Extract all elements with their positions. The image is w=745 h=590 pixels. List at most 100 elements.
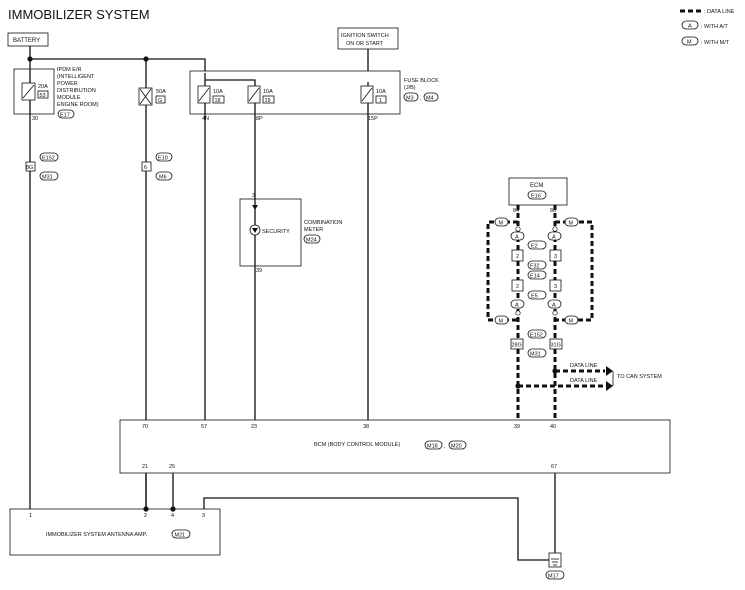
ecm-j1: E2 [531, 244, 538, 250]
ecm: ECM E16 84 86 [508, 177, 568, 214]
ecm-m-br: M [569, 319, 574, 325]
ecm-p3-b: 3 [554, 284, 557, 290]
meter-line2: METER [304, 227, 323, 233]
ipdm-fuse-rating: 20A [38, 84, 48, 90]
fuse-19: 10A 19 8P [247, 85, 275, 122]
fuse-18-rating: 10A [213, 89, 223, 95]
ecm-a-3: A [515, 303, 519, 309]
ipdm-terminal: 30 [32, 116, 38, 122]
ecm-p2-a: 2 [516, 254, 519, 260]
ecm-j4: E5 [531, 294, 538, 300]
antenna-pin-2: 2 [144, 513, 147, 519]
bcm-pin-38: 38 [363, 424, 369, 430]
battery-label: BATTERY [13, 38, 40, 44]
bcm: BCM (BODY CONTROL MODULE) M18 , M20 70 5… [119, 419, 671, 474]
bcm-pin-21: 21 [142, 464, 148, 470]
fusible-link-rating: 50A [156, 89, 166, 95]
data-line-label-2: DATA LINE [570, 378, 598, 384]
joint-connector-mid: 6 E10 M6 [141, 152, 173, 181]
ecm-p3-a: 3 [554, 254, 557, 260]
fuse-1-terminal: 15P [368, 116, 378, 122]
ecm-pin-right: 86 [550, 208, 556, 214]
ecm-pin-left: 84 [513, 208, 519, 214]
ecm-m-bl: M [499, 319, 504, 325]
meter-indicator-label: SECURITY [262, 229, 290, 235]
bcm-pin-40: 40 [550, 424, 556, 430]
ipdm-line4: DISTRIBUTION [57, 88, 96, 94]
ecm-m-tr: M [569, 221, 574, 227]
bcm-pin-67: 67 [551, 464, 557, 470]
joint-left-pin: 8G [26, 165, 33, 171]
ignition-line1: IGNITION SWITCH [341, 33, 389, 39]
ground-label: M17 [548, 574, 559, 580]
joint-connector-left: 8G E152 M31 [25, 152, 59, 181]
legend-at-code: A [688, 24, 692, 30]
fuse-1-rating: 10A [376, 89, 386, 95]
fuse-block-conn1: M3 [406, 96, 414, 102]
joint-mid-top: E10 [158, 156, 168, 162]
bcm-pin-25: 25 [169, 464, 175, 470]
ipdm-line1: IPDM E/R [57, 67, 81, 73]
svg-text:,: , [420, 96, 422, 102]
fuse-block: FUSE BLOCK (J/B) M3 , M4 10A 18 4N 10A 1… [189, 70, 439, 122]
legend-data-line: : DATA LINE [704, 9, 735, 15]
ignition-line2: ON OR START [346, 41, 384, 47]
joint-left-bottom: M31 [42, 175, 53, 181]
meter-connector: M24 [306, 238, 317, 244]
antenna-pin-1: 1 [29, 513, 32, 519]
joint-mid-pin: 6 [144, 165, 147, 171]
meter-pin-bottom: 39 [256, 268, 262, 274]
legend-with-mt: : WITH M/T [701, 40, 730, 46]
ecm-p28g: 28G [512, 343, 522, 349]
ecm-p31g: 31G [551, 343, 561, 349]
ecm-a-2: A [552, 235, 556, 241]
ignition-switch: IGNITION SWITCH ON OR START [337, 27, 399, 50]
bcm-pin-70: 70 [142, 424, 148, 430]
fuse-19-terminal: 8P [256, 116, 263, 122]
ecm-e152: E152 [530, 333, 543, 339]
svg-text:,: , [444, 444, 446, 450]
fuse-block-line2: (J/B) [404, 85, 416, 91]
bcm-pin-23: 23 [251, 424, 257, 430]
data-line-label-1: DATA LINE [570, 363, 598, 369]
bcm-pin-39: 39 [514, 424, 520, 430]
ecm-j2: F32 [530, 264, 539, 270]
ecm-a-4: A [552, 303, 556, 309]
ipdm-line3: POWER [57, 81, 78, 87]
fuse-19-rating: 10A [263, 89, 273, 95]
immobilizer-antenna-amp: IMMOBILIZER SYSTEM ANTENNA AMP. M21 1 2 … [9, 508, 221, 556]
ecm-connector: E16 [531, 194, 541, 200]
antenna-pin-3: 3 [202, 513, 205, 519]
ipdm-fuse-no: 53 [40, 93, 46, 99]
can-data-lines: DATA LINE DATA LINE TO CAN SYSTEM [518, 363, 662, 391]
fuse-18-no: 18 [215, 98, 221, 104]
legend-with-at: : WITH A/T [701, 24, 729, 30]
antenna-label: IMMOBILIZER SYSTEM ANTENNA AMP. [46, 532, 148, 538]
ipdm-line6: ENGINE ROOM) [57, 102, 99, 108]
ipdm-line5: MODULE [57, 95, 81, 101]
bcm-pin-57: 57 [201, 424, 207, 430]
combination-meter: 3 SECURITY COMBINATION METER M24 39 [239, 193, 342, 274]
ecm-j3: E14 [530, 274, 540, 280]
ecm-label: ECM [530, 183, 543, 189]
antenna-connector: M21 [175, 533, 186, 539]
bcm-label: BCM (BODY CONTROL MODULE) [314, 442, 400, 448]
fuse-1: 10A 1 15P [360, 85, 387, 122]
ecm-a-1: A [515, 235, 519, 241]
antenna-pin-4: 4 [171, 513, 174, 519]
joint-left-top: E152 [42, 156, 55, 162]
bcm-conn1: M18 [427, 444, 438, 450]
can-system-label: TO CAN SYSTEM [617, 374, 662, 380]
fusible-link: 50A G [138, 87, 166, 106]
ipdm-line2: (INTELLIGENT [57, 74, 95, 80]
ground-point: M17 [545, 552, 565, 580]
ecm-m-tl: M [499, 221, 504, 227]
fuse-19-no: 19 [265, 98, 271, 104]
page-title: IMMOBILIZER SYSTEM [8, 7, 150, 22]
ecm-m31: M31 [530, 352, 541, 358]
meter-pin-top: 3 [252, 193, 255, 199]
bcm-conn2: M20 [451, 444, 462, 450]
battery: BATTERY [7, 32, 49, 47]
joint-mid-bottom: M6 [159, 175, 167, 181]
